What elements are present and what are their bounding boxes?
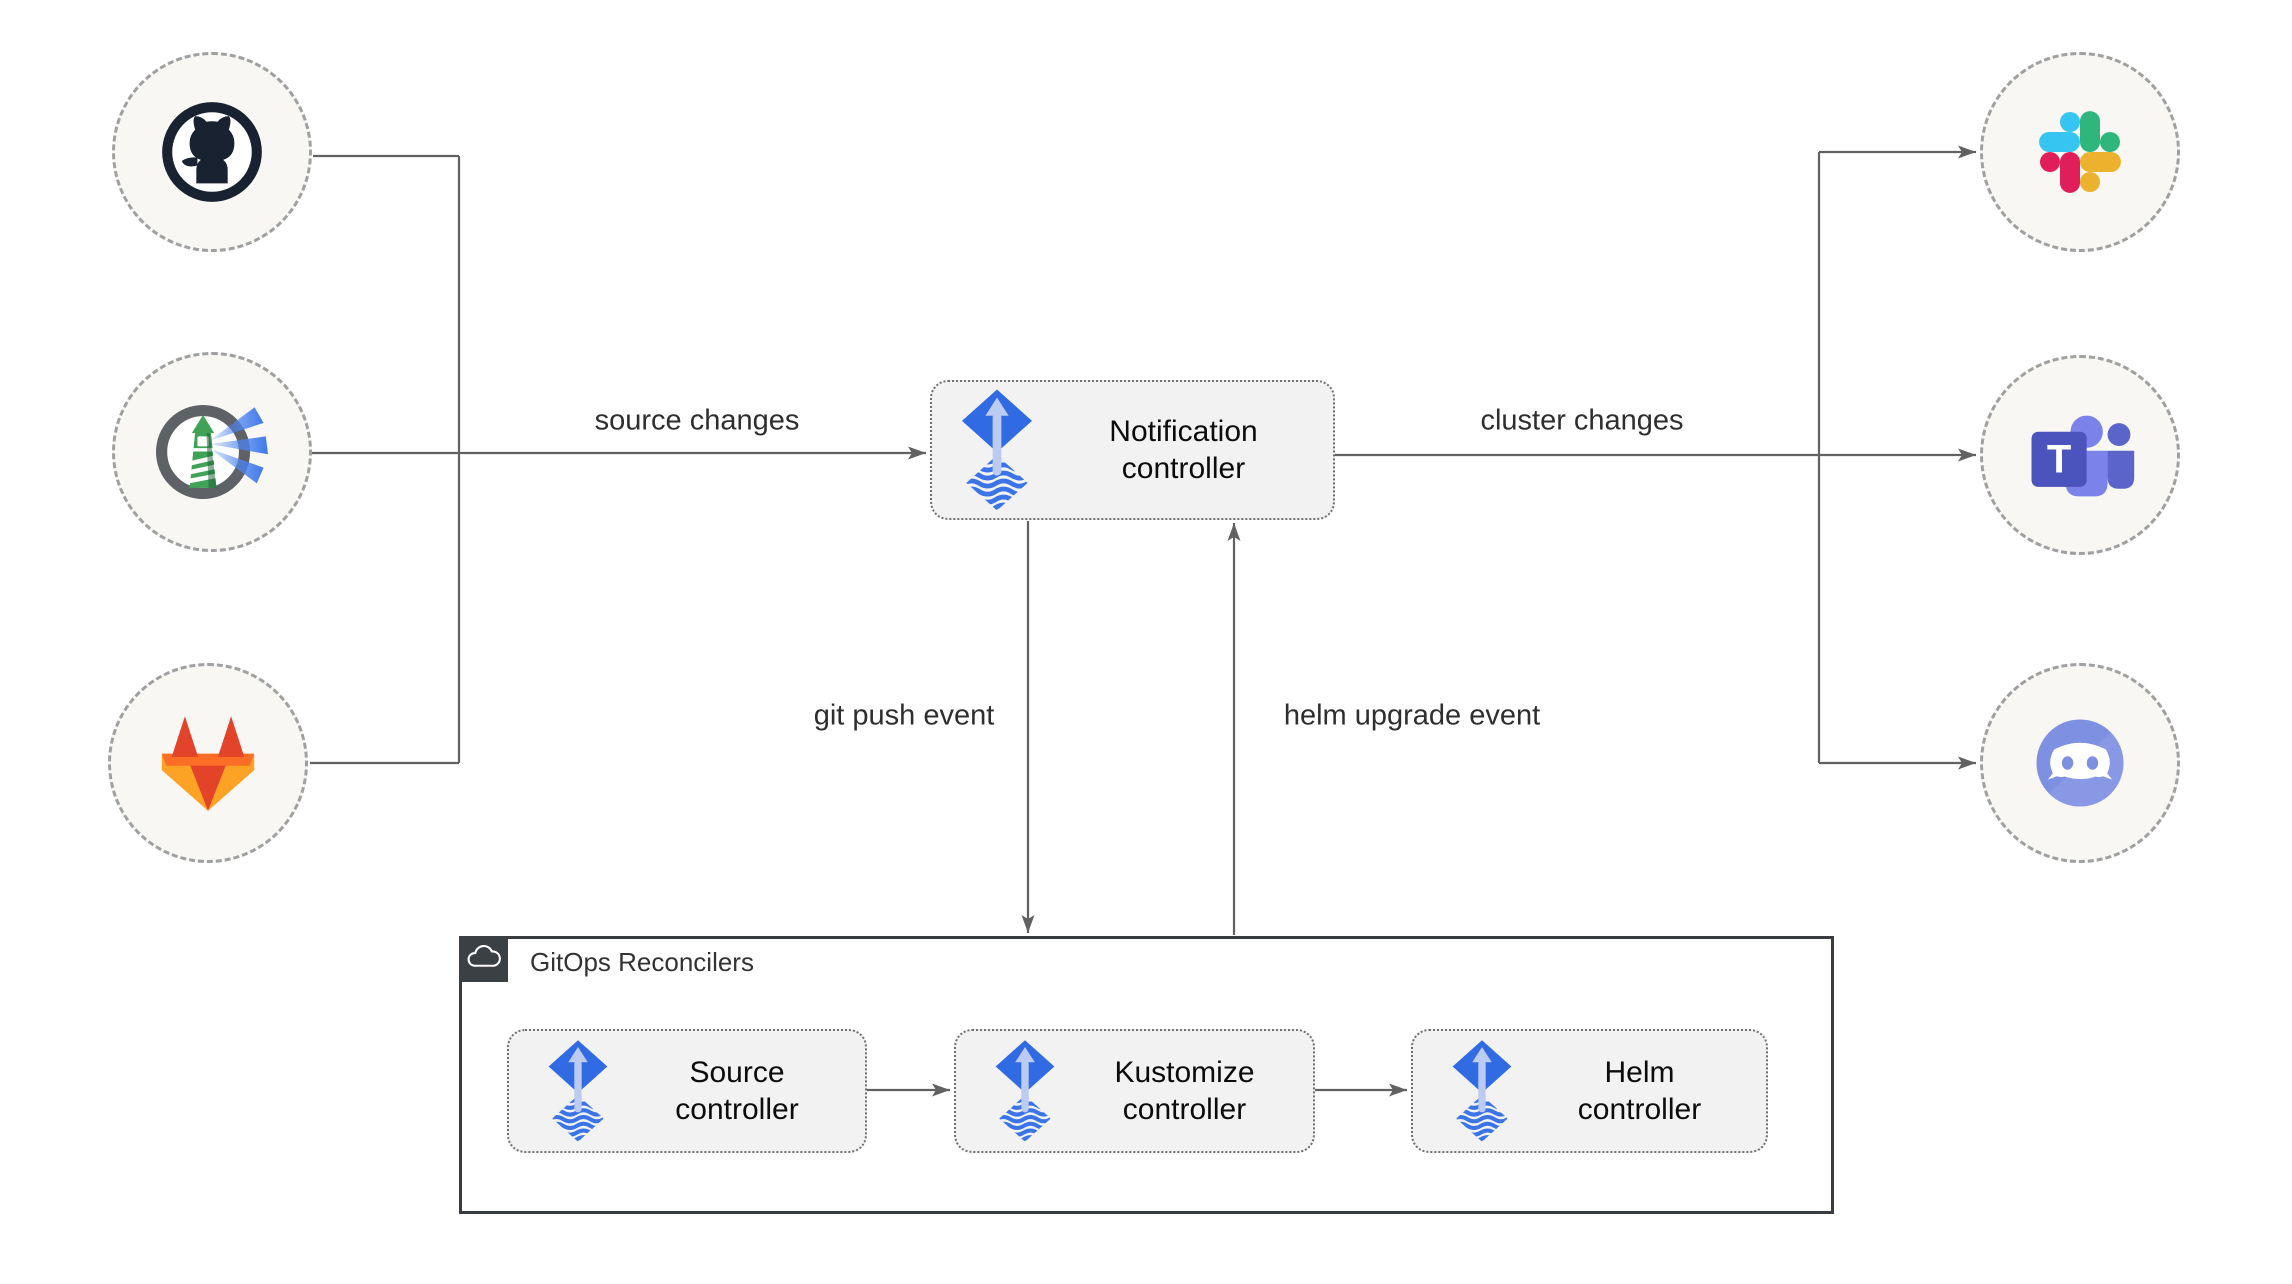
source-node-gitlab <box>108 663 308 863</box>
flux-icon <box>994 1039 1056 1143</box>
flux-icon <box>547 1039 609 1143</box>
edge-label-git-push-event: git push event <box>806 698 1002 734</box>
flux-icon <box>1451 1039 1513 1143</box>
node-label-wrap: Kustomize controller <box>1056 1054 1313 1129</box>
cloud-icon <box>465 941 503 977</box>
helm-controller-node: Helm controller <box>1411 1029 1768 1153</box>
gitlab-icon <box>153 714 263 813</box>
group-badge <box>459 936 508 982</box>
source-controller-node: Source controller <box>507 1029 867 1153</box>
github-icon <box>156 96 268 208</box>
harbor-icon <box>149 396 275 508</box>
slack-icon <box>2030 102 2130 202</box>
notification-controller-node: Notification controller <box>930 380 1335 520</box>
notification-controller-label: Notification controller <box>1109 414 1258 486</box>
edge-label-source-changes: source changes <box>587 403 807 439</box>
source-controller-label: Source controller <box>675 1055 799 1127</box>
target-node-slack <box>1980 52 2180 252</box>
target-node-discord <box>1980 663 2180 863</box>
source-node-harbor <box>112 352 312 552</box>
edge-label-cluster-changes: cluster changes <box>1473 403 1691 439</box>
node-label-wrap: Notification controller <box>1034 413 1333 488</box>
kustomize-controller-label: Kustomize controller <box>1114 1055 1255 1127</box>
source-node-github <box>112 52 312 252</box>
kustomize-controller-node: Kustomize controller <box>954 1029 1315 1153</box>
group-title: GitOps Reconcilers <box>530 947 754 977</box>
target-node-teams <box>1980 355 2180 555</box>
microsoft-teams-icon <box>2022 403 2138 508</box>
edge-label-helm-upgrade-event: helm upgrade event <box>1276 698 1548 734</box>
node-label-wrap: Helm controller <box>1513 1054 1766 1129</box>
discord-icon <box>2023 706 2137 820</box>
helm-controller-label: Helm controller <box>1577 1055 1702 1127</box>
flux-icon <box>960 388 1034 512</box>
node-label-wrap: Source controller <box>609 1054 865 1129</box>
